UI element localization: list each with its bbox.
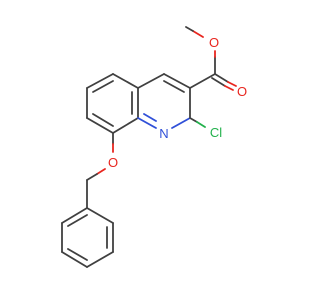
bond bbox=[211, 77, 226, 87]
bond-double-inner bbox=[143, 113, 157, 122]
bond bbox=[86, 207, 114, 224]
bond bbox=[86, 73, 114, 89]
bond bbox=[86, 173, 98, 181]
bond bbox=[61, 251, 88, 268]
molecule-diagram: O O N Cl O bbox=[61, 26, 247, 268]
bond-double-inner bbox=[92, 80, 114, 93]
bond bbox=[192, 30, 204, 38]
bond bbox=[96, 168, 106, 175]
bond bbox=[137, 73, 165, 89]
ring-nitrogen-label: N bbox=[159, 126, 168, 141]
bond bbox=[227, 81, 237, 87]
bond bbox=[171, 117, 191, 129]
chloro-group bbox=[189, 117, 206, 128]
bond bbox=[86, 251, 114, 268]
phenyl-ring bbox=[61, 207, 114, 268]
bond bbox=[196, 121, 206, 128]
bond-double-inner bbox=[67, 248, 88, 261]
methyl-ester-group bbox=[185, 26, 237, 91]
pyridine-ring bbox=[137, 73, 191, 129]
bond bbox=[163, 73, 191, 89]
benzyloxy-group bbox=[86, 132, 114, 209]
bond bbox=[112, 73, 139, 89]
chlorine-label: Cl bbox=[210, 125, 222, 140]
benzyloxy-oxygen-label: O bbox=[108, 155, 118, 170]
bond-double-inner bbox=[67, 214, 88, 227]
bond-double-inner bbox=[163, 80, 185, 93]
bond bbox=[112, 117, 139, 134]
bond-double-inner bbox=[92, 113, 114, 127]
bond bbox=[61, 207, 88, 224]
bond bbox=[189, 117, 198, 123]
bond bbox=[214, 73, 229, 83]
atom-labels: O O N Cl O bbox=[108, 35, 247, 170]
benzo-ring bbox=[86, 73, 139, 134]
bond bbox=[86, 117, 114, 134]
ester-carbonyl-oxygen-label: O bbox=[237, 84, 247, 99]
bond bbox=[189, 73, 216, 89]
bond bbox=[137, 117, 157, 129]
ester-ether-oxygen-label: O bbox=[209, 35, 219, 50]
bond bbox=[224, 85, 234, 91]
bond bbox=[185, 26, 194, 32]
